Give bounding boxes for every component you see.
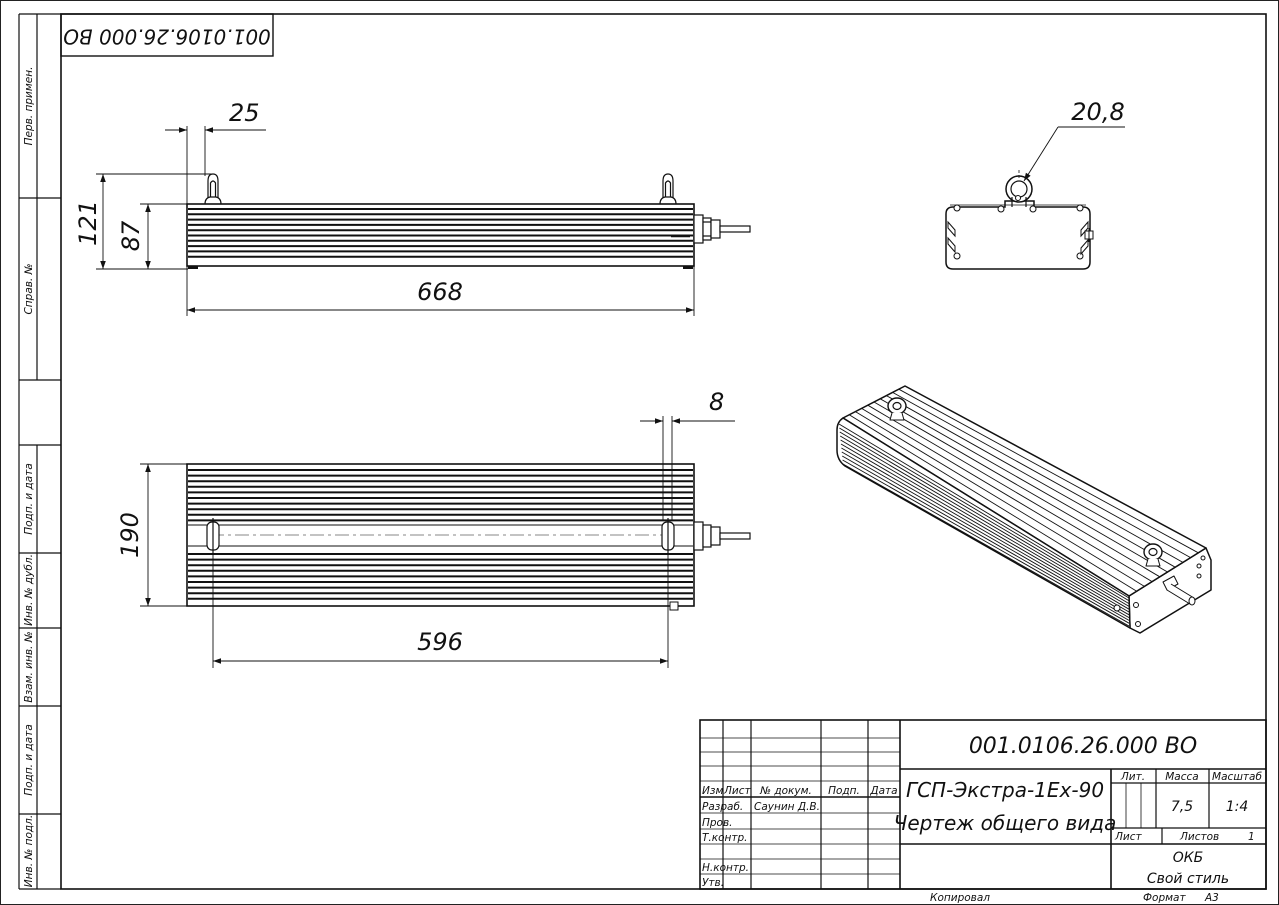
top-view: 8 190 596 <box>116 388 751 668</box>
end-view <box>945 126 1125 270</box>
role-utv: Утв. <box>702 877 724 889</box>
podp-data-2-label: Подп. и дата <box>23 724 35 796</box>
front-cable-gland <box>671 214 751 244</box>
role-razrab: Разраб. <box>702 801 743 813</box>
dim-596-label: 596 <box>417 628 463 656</box>
mass-value: 7,5 <box>1171 799 1193 815</box>
role-tkontr: Т.контр. <box>702 832 748 844</box>
hdr-sign: Подп. <box>828 785 860 797</box>
dim-total-height <box>96 173 212 270</box>
hdr-mass: Масса <box>1165 771 1198 783</box>
role-nkontr: Н.контр. <box>702 862 749 874</box>
bracket-right <box>659 173 677 205</box>
scale-value: 1:4 <box>1226 799 1249 815</box>
mirrored-drawing-code: 001.0106.26.000 ВО <box>63 25 271 49</box>
dim-190-label: 190 <box>116 512 144 558</box>
sheets-label: Листов <box>1179 831 1219 843</box>
podp-data-1-label: Подп. и дата <box>23 463 35 535</box>
drawing-frame <box>60 13 1267 890</box>
hdr-list: Лист <box>723 785 751 797</box>
format-value: А3 <box>1204 892 1219 904</box>
dim-top-offset <box>640 416 735 520</box>
dim-front-length <box>186 266 695 316</box>
dim-25-label: 25 <box>229 99 260 127</box>
hdr-lit: Лит. <box>1120 771 1145 783</box>
dim-body-height <box>140 203 187 269</box>
bracket-left <box>204 173 222 205</box>
inv-podl-label: Инв. № подл. <box>23 815 35 887</box>
dim-121-label: 121 <box>74 200 102 246</box>
hdr-sheet: Лист <box>1114 831 1142 843</box>
dim-mount-spacing <box>212 554 669 668</box>
drawing-code: 001.0106.26.000 ВО <box>969 734 1197 759</box>
role-prov: Пров. <box>702 817 733 829</box>
copied-label: Копировал <box>930 892 990 904</box>
dim-8-label: 8 <box>709 388 724 416</box>
dim-87-label: 87 <box>117 220 145 251</box>
isometric-view <box>836 385 1212 634</box>
hdr-izm: Изм <box>702 785 723 797</box>
sheets-count: 1 <box>1248 831 1255 843</box>
dim-668-label: 668 <box>417 278 463 306</box>
dim-top-width <box>140 463 187 607</box>
front-view: 25 121 87 668 <box>74 99 751 316</box>
org-line-1: ОКБ <box>1173 850 1204 866</box>
title-block <box>699 719 1267 890</box>
hdr-scale: Масштаб <box>1212 771 1262 783</box>
hdr-doc-no: № докум. <box>759 785 812 797</box>
format-label: Формат <box>1143 892 1186 904</box>
inv-dubl-label: Инв. № дубл. <box>23 554 35 626</box>
dim-20-8-label: 20,8 <box>1071 98 1124 126</box>
dim-bracket-width <box>165 126 266 204</box>
product-title: ГСП-Экстра-1Ex-90 <box>906 778 1104 802</box>
org-line-2: Свой стиль <box>1147 871 1229 887</box>
vzam-inv-label: Взам. инв. № <box>23 631 35 702</box>
side-stamp-column <box>18 13 61 890</box>
role-razrab-name: Саунин Д.В. <box>754 801 820 813</box>
hdr-date: Дата <box>869 785 897 797</box>
drawing-type-title: Чертеж общего вида <box>894 811 1117 835</box>
mirrored-code-box <box>60 13 274 57</box>
perv-primen-label: Перв. примен. <box>23 67 35 146</box>
sprav-no-label: Справ. № <box>23 263 35 314</box>
